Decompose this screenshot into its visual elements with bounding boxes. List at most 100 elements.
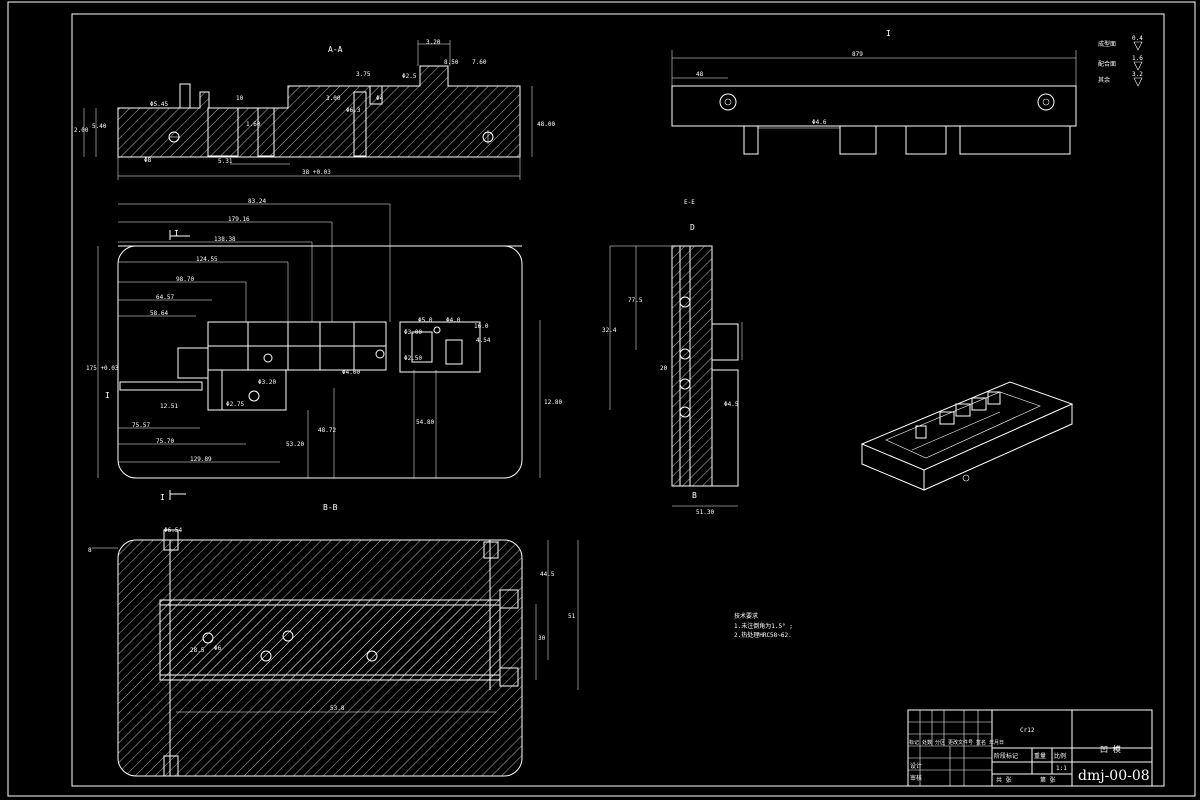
material: Cr12 <box>1020 727 1035 734</box>
dim-ee-4: 51.30 <box>696 509 714 516</box>
dim-aa-14: 2.00 <box>74 127 89 134</box>
technical-notes: 技术要求 1.未注倒角为1.5° ; 2.热处理HRC58~62. <box>734 612 793 639</box>
weight-label: 重量 <box>1034 752 1046 760</box>
roughness-2-label: 其余 <box>1098 76 1110 84</box>
dim-aa-11: 38 +0.03 <box>302 169 331 176</box>
dim-plan-16: 75.70 <box>156 438 174 445</box>
roughness-1-label: 配合面 <box>1098 60 1116 68</box>
dim-plan-13: 16.0 <box>474 323 489 330</box>
roughness-0-value: 0.4 <box>1132 35 1143 42</box>
scale-label: 比例 <box>1054 752 1066 760</box>
dim-ee-1: 32.4 <box>602 327 617 334</box>
cut-marker-d-bottom: B <box>692 491 697 500</box>
dim-aa-13: 3.20 <box>426 39 441 46</box>
dim-aa-7: Φ6.3 <box>346 107 361 114</box>
dim-ee-3: Φ4.5 <box>724 401 739 408</box>
dim-aa-9: 5.31 <box>218 158 233 165</box>
dim-aa-6: 5.40 <box>92 123 107 130</box>
dim-plan-22: 54.80 <box>416 419 434 426</box>
dim-bb-4: 30 <box>538 635 546 642</box>
dim-aa-8: 1.60 <box>246 121 261 128</box>
dim-plan-7: 175 +0.03 <box>86 365 119 372</box>
dim-aa-1: 10 <box>236 95 244 102</box>
section-aa-hatch <box>118 66 520 157</box>
isometric-view <box>860 381 1074 491</box>
dim-plan-24: Φ4.00 <box>342 369 360 376</box>
cut-marker-i-left: I <box>105 391 110 400</box>
dim-plan-0: 83.24 <box>248 198 266 205</box>
cut-marker-d-top: D <box>690 223 695 232</box>
dim-i-2: Φ4.6 <box>812 119 827 126</box>
dim-ee-0: 77.5 <box>628 297 643 304</box>
notes-line-1: 1.未注倒角为1.5° ; <box>734 622 793 630</box>
dim-bb-3: 51 <box>568 613 576 620</box>
part-name: 凹 模 <box>1100 744 1121 754</box>
dim-plan-9: Φ4.0 <box>446 317 461 324</box>
dim-aa-2: 8.50 <box>444 59 459 66</box>
section-aa-title: A-A <box>328 45 343 54</box>
dim-plan-10: Φ3.00 <box>404 329 422 336</box>
section-ee-title: E-E <box>684 199 695 206</box>
dim-aa-0: Φ5.45 <box>150 101 168 108</box>
checker-label: 审核 <box>910 774 922 782</box>
view-i: I 48 879 Φ4.6 <box>671 29 1077 155</box>
section-bb-view: Φ6.54 8 44.5 51 30 53.8 28.5 Φ6 <box>88 527 579 777</box>
notes-line-2: 2.热处理HRC58~62. <box>734 631 792 639</box>
dim-plan-5: 64.57 <box>156 294 174 301</box>
dim-aa-4: 3.00 <box>326 95 341 102</box>
dim-aa-3: 7.60 <box>472 59 487 66</box>
dim-aa-12: Φ8 <box>144 157 152 164</box>
dim-bb-1: 8 <box>88 547 92 554</box>
dim-plan-1: 179.16 <box>228 216 250 223</box>
dim-bb-5: 53.8 <box>330 705 345 712</box>
dim-plan-3: 124.55 <box>196 256 218 263</box>
roughness-0-label: 成型面 <box>1098 40 1116 48</box>
dim-i-0: 48 <box>696 71 704 78</box>
dim-i-1: 879 <box>852 51 863 58</box>
sheet-number: 第 张 <box>1040 776 1056 784</box>
title-block: 标记 处数 分区 更改文件号 签名 年月日 Cr12 凹 模 dmj-00-08… <box>907 709 1153 787</box>
dim-ee-2: 20 <box>660 365 668 372</box>
dim-plan-12: 4.54 <box>476 337 491 344</box>
section-bb-title: B-B <box>323 503 338 512</box>
dim-aa-16: Φ4 <box>376 95 384 102</box>
dim-plan-21: 48.72 <box>318 427 336 434</box>
dim-plan-11: Φ2.50 <box>404 355 422 362</box>
sheets-total: 共 张 <box>996 776 1012 784</box>
dim-plan-2: 138.38 <box>214 236 236 243</box>
dim-bb-7: Φ6 <box>214 645 222 652</box>
dim-plan-20: Φ2.75 <box>226 401 244 408</box>
roughness-1-value: 1.6 <box>1132 55 1143 62</box>
drawing-number: dmj-00-08 <box>1078 768 1150 784</box>
dim-plan-6: 58.64 <box>150 310 168 317</box>
dim-bb-2: 44.5 <box>540 571 555 578</box>
section-ee-view: E-E D B 77.5 32.4 20 Φ4.5 51.30 <box>602 199 743 516</box>
outer-border <box>7 1 1196 797</box>
plan-view: I I I 83.24 179.16 138.38 124.55 98.70 6… <box>86 198 562 512</box>
dim-aa-15: Φ2.5 <box>402 73 417 80</box>
dim-aa-5: 3.75 <box>356 71 371 78</box>
dim-bb-0: Φ6.54 <box>164 527 182 534</box>
cut-marker-i-bottom: I <box>160 493 165 502</box>
dim-aa-10: 48.00 <box>537 121 555 128</box>
cut-marker-i-top: I <box>174 229 179 238</box>
dim-plan-18: 53.20 <box>286 441 304 448</box>
scale-value: 1:1 <box>1056 765 1067 772</box>
dim-plan-8: Φ5.0 <box>418 317 433 324</box>
roughness-2-value: 3.2 <box>1132 71 1143 78</box>
dim-plan-19: Φ3.20 <box>258 379 276 386</box>
dim-bb-6: 28.5 <box>190 647 205 654</box>
dim-plan-15: 75.57 <box>132 422 150 429</box>
dim-plan-4: 98.70 <box>176 276 194 283</box>
rev-header: 标记 处数 分区 更改文件号 签名 年月日 <box>909 739 1004 746</box>
section-bb-outline <box>117 539 523 777</box>
roughness-legend: 成型面 0.4 配合面 1.6 其余 3.2 <box>1098 35 1143 87</box>
dim-plan-17: 129.89 <box>190 456 212 463</box>
view-i-title: I <box>886 29 891 38</box>
stage-label: 阶段标记 <box>994 752 1018 760</box>
dim-plan-23: 12.80 <box>544 399 562 406</box>
dim-plan-14: 12.51 <box>160 403 178 410</box>
drawing-frame <box>71 13 1165 787</box>
notes-heading: 技术要求 <box>734 612 758 620</box>
